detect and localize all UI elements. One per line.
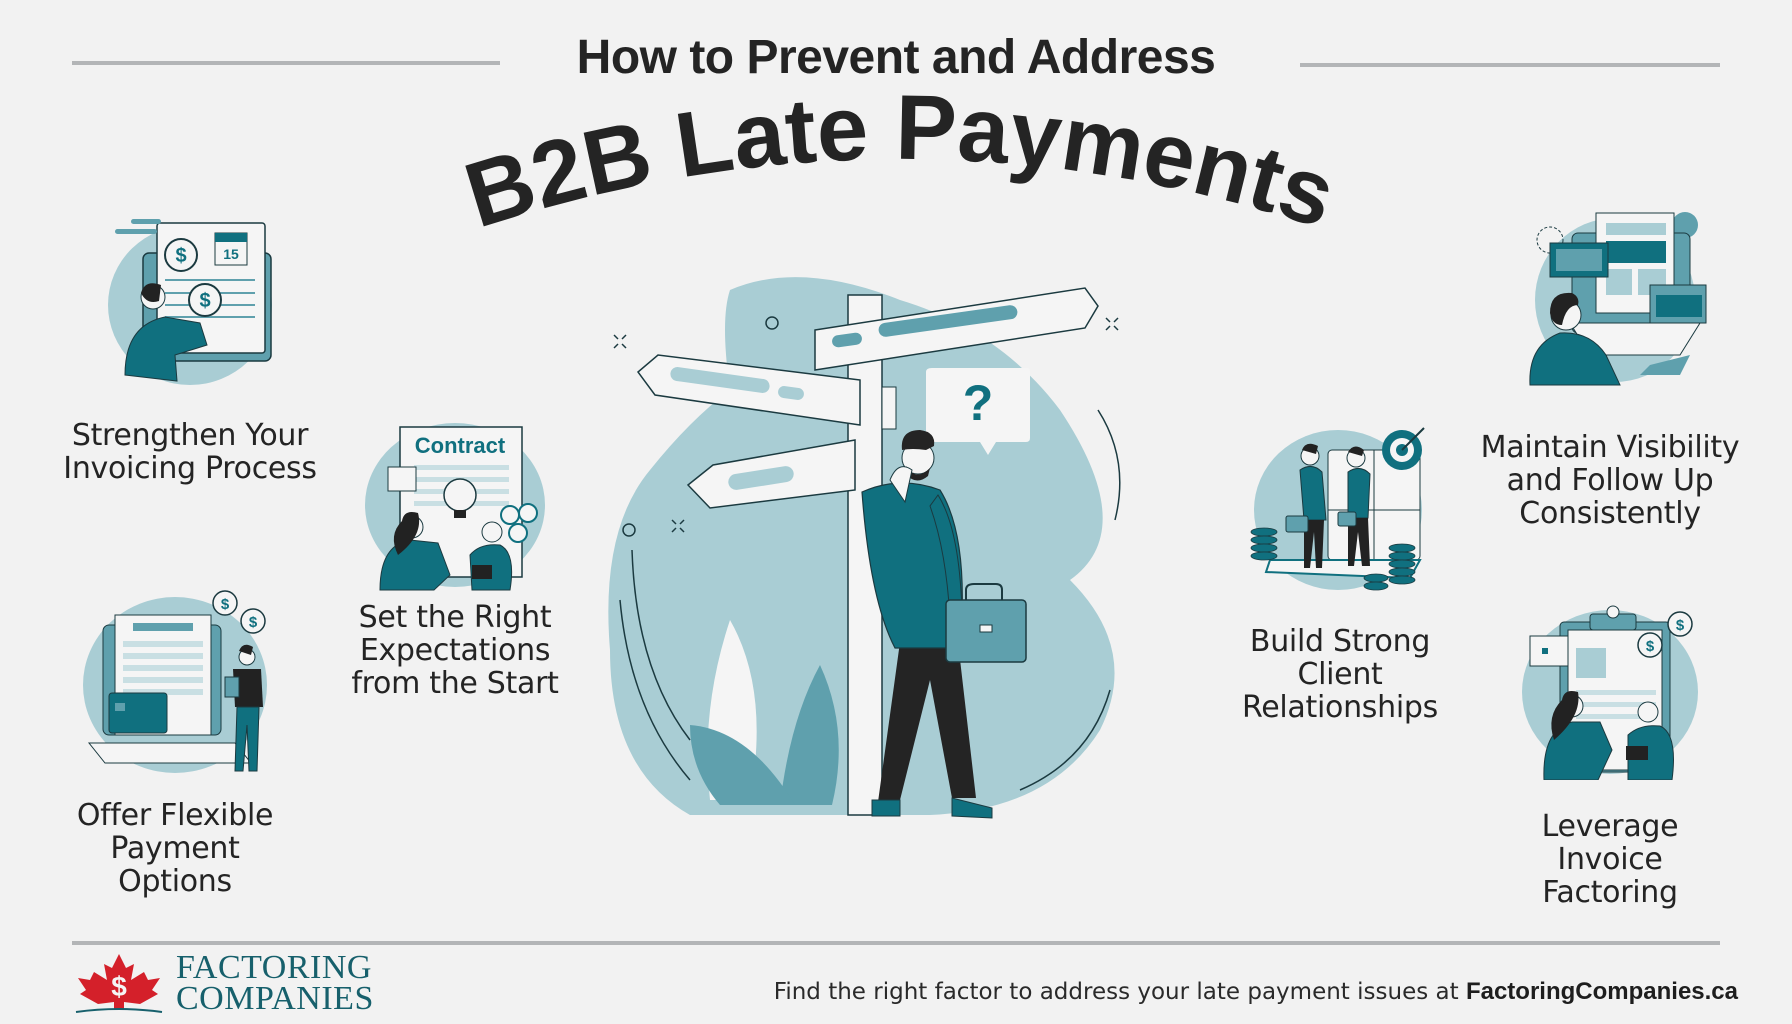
svg-text:$: $ (111, 971, 127, 1002)
svg-text:B2B Late Payments: B2B Late Payments (454, 90, 1346, 240)
svg-text:$: $ (221, 596, 230, 613)
footer-site-link[interactable]: FactoringCompanies.ca (1465, 978, 1738, 1005)
page-kicker: How to Prevent and Address (576, 31, 1216, 84)
svg-text:$: $ (1646, 638, 1655, 655)
svg-text:Contract: Contract (415, 433, 506, 458)
logo-wordmark: FACTORING COMPANIES (176, 949, 374, 1017)
svg-text:$: $ (1676, 617, 1685, 634)
page-title-text: B2B Late Payments (454, 90, 1346, 240)
signpost-crossroads-icon: ? (608, 277, 1121, 819)
footer-rule (72, 941, 1720, 945)
maple-leaf-dollar-icon: $ (75, 954, 163, 1013)
contract-handshake-icon: Contract (365, 423, 545, 591)
question-mark: ? (963, 375, 994, 431)
handshake-target-icon (1250, 427, 1425, 591)
svg-text:$: $ (199, 290, 210, 312)
clipboard-handshake-icon: $ $ (1522, 605, 1698, 780)
footer-cta: Find the right factor to address your la… (774, 978, 1738, 1006)
svg-text:$: $ (175, 245, 186, 267)
laptop-card-payment-icon: $ $ (83, 590, 267, 773)
svg-text:$: $ (249, 614, 258, 631)
header-rule-left (72, 61, 500, 65)
page-title: B2B Late Payments (454, 90, 1346, 240)
invoice-calendar-icon: 15 $ $ (108, 219, 272, 385)
svg-text:15: 15 (223, 246, 239, 262)
footer-cta-text: Find the right factor to address your la… (773, 979, 1466, 1005)
header-rule-right (1300, 63, 1720, 67)
monitor-dashboard-icon (1529, 212, 1707, 386)
factoring-companies-logo[interactable]: $ FACTORING COMPANIES (74, 950, 374, 1016)
